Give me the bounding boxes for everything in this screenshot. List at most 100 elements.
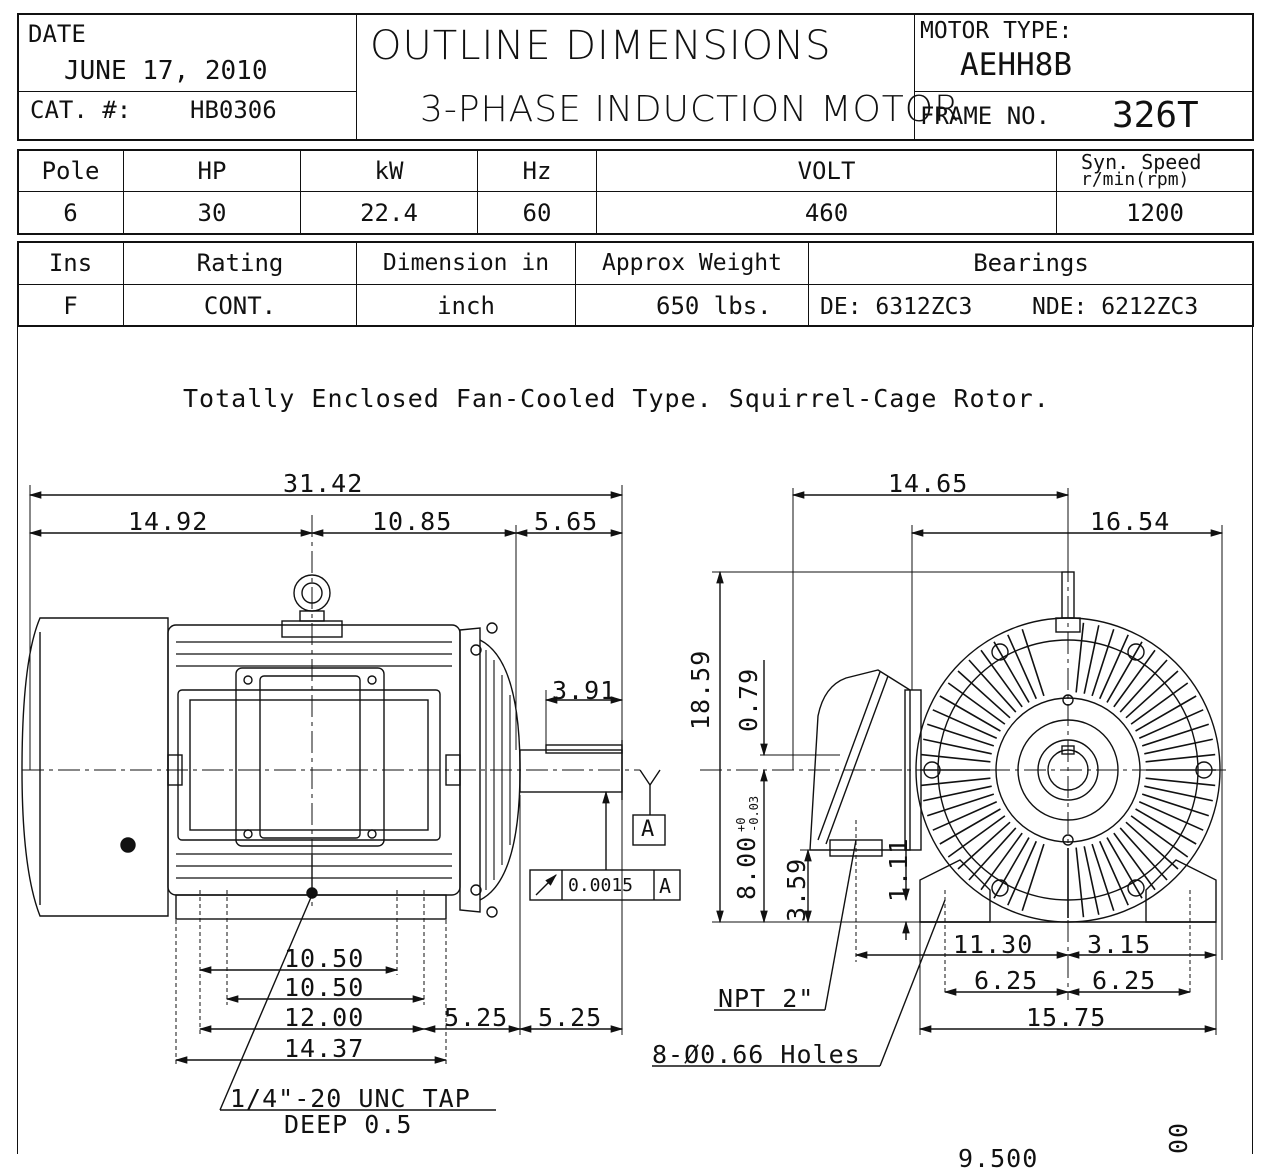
motor-type-value: AEHH8B xyxy=(960,47,1072,83)
frame-value: 326T xyxy=(1112,95,1199,136)
header-dimension: Dimension in xyxy=(382,250,550,276)
value-hz: 60 xyxy=(522,199,552,227)
value-ins: F xyxy=(63,291,78,320)
spec-table-2-col-2 xyxy=(356,241,357,327)
cooling-fin xyxy=(1135,695,1197,732)
dim-foot-height: 3.59 xyxy=(782,857,811,922)
value-syn-speed: 1200 xyxy=(1126,199,1184,227)
dim-base: 15.75 xyxy=(1026,1003,1107,1032)
motor-description: Totally Enclosed Fan-Cooled Type. Squirr… xyxy=(183,384,1050,413)
header-weight: Approx Weight xyxy=(601,250,782,276)
dim-overall-length: 31.42 xyxy=(283,469,364,498)
dim-span-2: 3.15 xyxy=(1087,930,1152,959)
cat-value: HB0306 xyxy=(190,96,277,124)
spec-table-1 xyxy=(17,149,1254,235)
dim-shaft-offset: 0.79 xyxy=(734,667,763,732)
header-hz: Hz xyxy=(522,156,552,185)
spec-table-2-col-3 xyxy=(575,241,576,327)
spec-table-2-col-4 xyxy=(808,241,809,327)
tolerance-ref: A xyxy=(659,874,672,898)
value-rating: CONT. xyxy=(203,291,277,320)
cooling-fin xyxy=(968,659,1017,713)
dim-half-2: 6.25 xyxy=(1092,966,1157,995)
spec-table-2-row-divider xyxy=(17,284,1254,285)
title-row-divider-right xyxy=(914,91,1254,92)
cooling-fin xyxy=(1145,753,1216,763)
cooling-fin xyxy=(1130,815,1189,858)
cut-off-text-1: 9.500 xyxy=(958,1144,1039,1173)
cooling-fin xyxy=(1075,847,1085,918)
dim-width-top: 14.65 xyxy=(888,469,969,498)
dim-end-1: 5.25 xyxy=(444,1003,509,1032)
cooling-fin xyxy=(1113,649,1156,708)
cooling-fin xyxy=(980,649,1023,708)
value-bearing-de: DE: 6312ZC3 xyxy=(820,294,973,320)
cooling-fin xyxy=(1075,622,1085,693)
header-hp: HP xyxy=(197,156,227,185)
cooling-fin xyxy=(1113,832,1156,891)
value-weight: 650 lbs. xyxy=(656,292,772,320)
cat-label: CAT. #: xyxy=(30,96,132,124)
dim-center: 10.85 xyxy=(372,507,453,536)
drawing-title: OUTLINE DIMENSIONS xyxy=(370,23,832,69)
spec-table-2-col-1 xyxy=(123,241,124,327)
dim-feet-4: 14.37 xyxy=(284,1034,365,1063)
cooling-fin xyxy=(1083,846,1100,915)
drawing-subtitle: 3-PHASE INDUCTION MOTOR xyxy=(420,89,961,130)
title-divider-left xyxy=(356,13,357,141)
dim-center-height: 8.00 xyxy=(732,835,761,900)
title-row-divider-left xyxy=(17,91,356,92)
dim-keyway: 3.91 xyxy=(552,676,617,705)
header-rpm: r/min(rpm) xyxy=(1081,169,1190,190)
cooling-fin xyxy=(920,777,991,787)
dim-feet-3: 12.00 xyxy=(284,1003,365,1032)
dim-shaft: 5.65 xyxy=(534,507,599,536)
header-pole: Pole xyxy=(41,156,100,185)
cut-off-text-2: 00 xyxy=(1164,1121,1193,1154)
drawing-border-left xyxy=(17,327,18,1154)
cooling-fin xyxy=(947,815,1006,858)
cooling-fin xyxy=(993,641,1030,703)
tolerance-value: 0.0015 xyxy=(568,875,634,896)
cooling-fin xyxy=(932,709,998,740)
dim-end-2: 5.25 xyxy=(538,1003,603,1032)
value-bearing-nde: NDE: 6212ZC3 xyxy=(1032,294,1199,320)
side-view xyxy=(21,485,681,1111)
dim-left: 14.92 xyxy=(128,507,209,536)
spec-table-1-col-2 xyxy=(300,149,301,235)
dim-feet-2: 10.50 xyxy=(284,973,365,1002)
spec-table-1-col-4 xyxy=(596,149,597,235)
cooling-fin xyxy=(1135,808,1197,845)
cooling-fin xyxy=(957,821,1011,870)
dim-width-right: 16.54 xyxy=(1090,507,1171,536)
end-view xyxy=(652,488,1230,1067)
cooling-fin xyxy=(1021,628,1045,697)
cooling-fin xyxy=(1141,723,1210,747)
spec-table-1-row-divider xyxy=(17,191,1254,192)
date-value: JUNE 17, 2010 xyxy=(64,56,268,86)
cooling-fin xyxy=(968,827,1017,881)
spec-table-1-col-1 xyxy=(123,149,124,235)
cooling-fin xyxy=(1125,821,1179,870)
value-hp: 30 xyxy=(197,199,227,227)
dim-feet-1: 10.50 xyxy=(284,944,365,973)
npt-note: NPT 2" xyxy=(718,984,815,1013)
cooling-fin xyxy=(923,785,992,802)
value-dimension: inch xyxy=(437,291,495,320)
cooling-fin xyxy=(1119,827,1168,881)
cooling-fin xyxy=(939,695,1001,732)
cooling-fin xyxy=(1144,785,1213,802)
value-kw: 22.4 xyxy=(360,199,418,227)
dim-tol-plus: +0 xyxy=(734,817,748,832)
spec-table-1-col-3 xyxy=(477,149,478,235)
cooling-fin xyxy=(980,832,1023,891)
cooling-fin xyxy=(1141,793,1210,817)
dim-height: 18.59 xyxy=(686,649,715,730)
cooling-fin xyxy=(1091,628,1115,697)
dim-base-thk: 1.11 xyxy=(884,837,913,902)
header-syn-speed: Syn. Speed xyxy=(1081,150,1202,174)
cooling-fin xyxy=(1098,840,1129,906)
cooling-fin xyxy=(1125,670,1179,719)
date-label: DATE xyxy=(28,20,86,48)
